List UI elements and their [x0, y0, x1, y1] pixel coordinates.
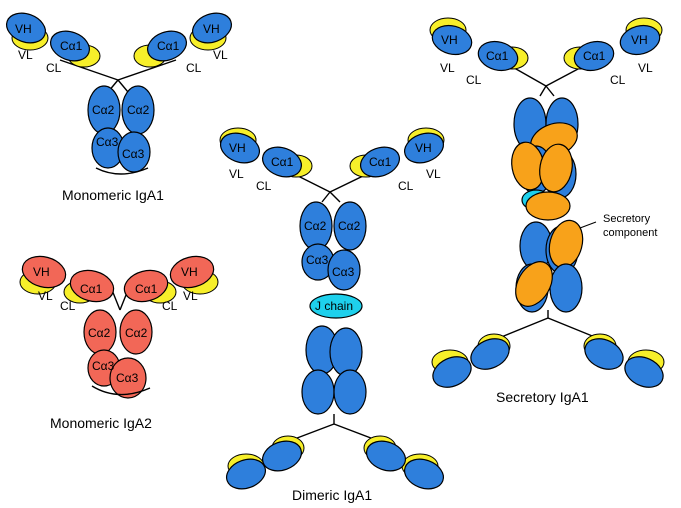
- vh-domain: [192, 12, 232, 44]
- vh-domain: [226, 458, 266, 490]
- vh-label: VH: [415, 141, 432, 155]
- ca3-label: Cα3: [332, 265, 355, 279]
- vh-domain: [431, 24, 473, 56]
- ca1-label: Cα1: [80, 282, 103, 296]
- vh-domain: [432, 356, 472, 388]
- dimeric-iga1: VH Cα1 Cα1 VH VL CL CL VL Cα2 Cα2 Cα3 Cα…: [219, 127, 445, 503]
- monomeric-iga1-title: Monomeric IgA1: [62, 187, 164, 203]
- ca3-label: Cα3: [122, 147, 145, 161]
- ca2-label: Cα2: [125, 326, 148, 340]
- ca1-domain: [360, 146, 400, 178]
- secretory-component: [515, 261, 553, 307]
- ca1-domain: [366, 440, 406, 472]
- vl-label: VL: [213, 48, 228, 62]
- ca2-domain: [333, 201, 367, 251]
- monomeric-iga2-title: Monomeric IgA2: [50, 415, 152, 431]
- ca3-domain: [109, 357, 147, 399]
- vl-label: VL: [638, 61, 653, 75]
- ca3-domain: [327, 249, 361, 291]
- cl-label: CL: [46, 61, 62, 75]
- ca3-label: Cα3: [96, 135, 119, 149]
- vh-label: VH: [229, 141, 246, 155]
- cl-label: CL: [256, 179, 272, 193]
- vh-label: VH: [631, 33, 648, 47]
- monomeric-iga2: VH Cα1 Cα1 VH VL CL CL VL Cα2 Cα2 Cα3 Cα…: [19, 255, 219, 431]
- vh-label: VH: [181, 265, 198, 279]
- secretory-component-label-line2: component: [603, 227, 657, 239]
- ca2-label: Cα2: [127, 103, 150, 117]
- ca2-label: Cα2: [304, 219, 327, 233]
- ca1-label: Cα1: [135, 282, 158, 296]
- vh-label: VH: [33, 265, 50, 279]
- vl-label: VL: [183, 289, 198, 303]
- j-chain: [309, 293, 363, 319]
- ca1-label: Cα1: [60, 39, 83, 53]
- vl-label: VL: [18, 48, 33, 62]
- monomeric-iga1: VH Cα1 Cα1 VH VL CL CL VL Cα2 Cα2 Cα3 Cα…: [6, 12, 232, 203]
- ca1-domain: [477, 40, 519, 72]
- ca3-label: Cα3: [116, 371, 139, 385]
- vl-label: VL: [229, 167, 244, 181]
- ca1-domain: [262, 146, 302, 178]
- secretory-component: [525, 191, 571, 221]
- vh-label: VH: [441, 33, 458, 47]
- vl-label: VL: [440, 61, 455, 75]
- ca1-domain: [123, 269, 169, 303]
- ca3-label: Cα3: [92, 359, 115, 373]
- ca1-label: Cα1: [369, 155, 392, 169]
- vl-label: VL: [426, 167, 441, 181]
- ca2-label: Cα2: [338, 219, 361, 233]
- vh-domain: [619, 24, 661, 56]
- ca1-domain: [584, 338, 624, 370]
- ca1-domain: [573, 40, 615, 72]
- cl-label: CL: [398, 179, 414, 193]
- ca1-domain: [147, 30, 187, 62]
- vh-label: VH: [203, 22, 220, 36]
- ca1-label: Cα1: [157, 39, 180, 53]
- ca2-domain: [301, 369, 335, 415]
- vh-domain: [624, 356, 664, 388]
- secretory-iga1-title: Secretory IgA1: [496, 389, 589, 405]
- vh-domain: [169, 255, 215, 289]
- dimeric-iga1-title: Dimeric IgA1: [292, 487, 372, 503]
- cl-label: CL: [60, 299, 76, 313]
- vh-label: VH: [15, 22, 32, 36]
- ca2-domain: [549, 263, 583, 313]
- cl-label: CL: [466, 73, 482, 87]
- ca3-label: Cα3: [306, 253, 329, 267]
- ca1-label: Cα1: [271, 155, 294, 169]
- ca1-domain: [470, 338, 510, 370]
- secretory-iga1: VH Cα1 Cα1 VH VL CL CL VL Secretory comp…: [429, 17, 665, 405]
- ca2-label: Cα2: [92, 103, 115, 117]
- ca1-label: Cα1: [583, 49, 606, 63]
- ca2-label: Cα2: [88, 326, 111, 340]
- ca1-label: Cα1: [486, 49, 509, 63]
- j-chain-label: J chain: [315, 299, 353, 313]
- vh-domain: [404, 458, 444, 490]
- vh-domain: [21, 255, 67, 289]
- secretory-component-label-line1: Secretory: [603, 213, 651, 225]
- vh-domain: [404, 132, 444, 164]
- ca2-domain: [333, 369, 367, 415]
- ca1-domain: [262, 440, 302, 472]
- ca1-domain: [69, 269, 115, 303]
- cl-label: CL: [162, 299, 178, 313]
- cl-label: CL: [186, 61, 202, 75]
- cl-label: CL: [610, 73, 626, 87]
- ca1-domain: [50, 30, 90, 62]
- vh-domain: [6, 12, 46, 44]
- vl-label: VL: [38, 289, 53, 303]
- ca2-domain: [119, 309, 153, 355]
- ca3-domain: [329, 327, 363, 377]
- vh-domain: [220, 132, 260, 164]
